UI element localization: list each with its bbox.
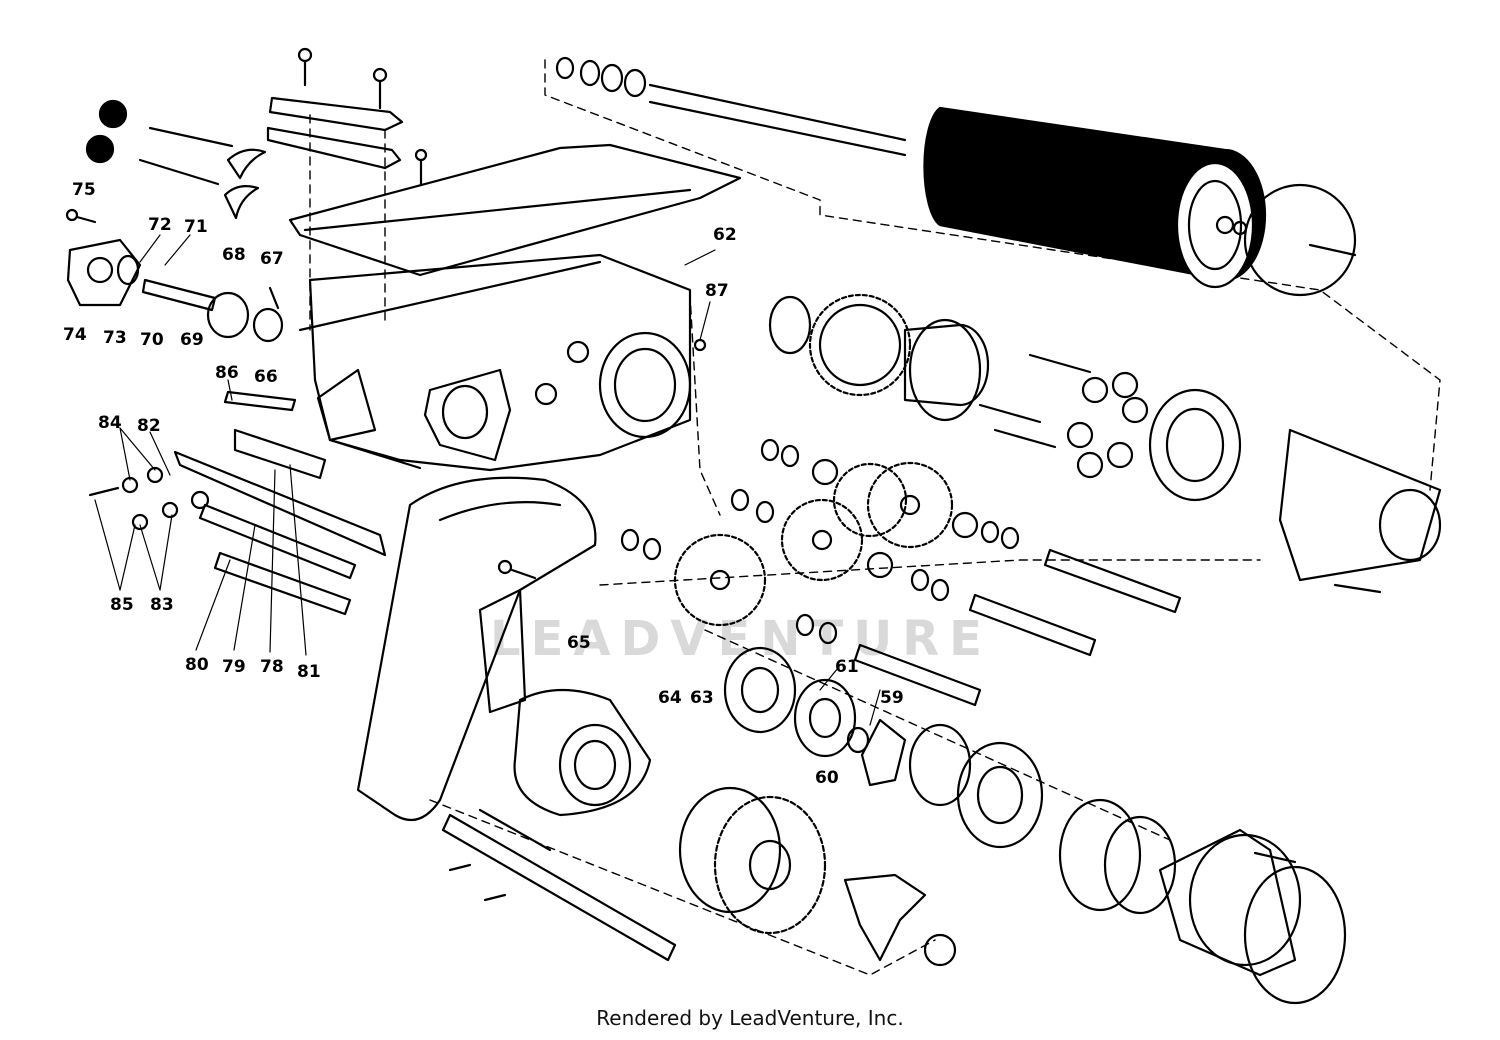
callout-83: 83 xyxy=(150,595,174,615)
planet-pinions xyxy=(978,353,1149,479)
callout-62: 62 xyxy=(713,225,737,245)
belt-guard xyxy=(356,476,597,822)
callout-63: 63 xyxy=(690,688,714,708)
middle-gear-cluster xyxy=(673,458,979,627)
callout-68: 68 xyxy=(222,245,246,265)
watermark-text: LEADVENTURE xyxy=(490,611,992,667)
gearbox-cover xyxy=(288,143,742,277)
callout-leaders xyxy=(94,234,881,726)
washer-sets xyxy=(620,438,1020,645)
lower-end-housing xyxy=(1158,828,1347,1005)
left-side-parts xyxy=(65,208,284,343)
callout-70: 70 xyxy=(140,330,164,350)
shift-levers xyxy=(85,99,267,220)
callout-80: 80 xyxy=(185,655,209,675)
callout-61: 61 xyxy=(835,657,859,677)
lower-input-shaft xyxy=(441,808,677,962)
countershafts xyxy=(853,548,1182,707)
callout-67: 67 xyxy=(260,249,284,269)
lower-bearing-set xyxy=(723,646,1177,915)
callout-labels: 59 60 61 62 63 64 65 66 67 68 69 70 71 7… xyxy=(63,180,904,788)
callout-59: 59 xyxy=(880,688,904,708)
callout-82: 82 xyxy=(137,416,161,436)
drive-drum xyxy=(923,106,1357,297)
callout-84: 84 xyxy=(98,413,122,433)
callout-71: 71 xyxy=(184,217,208,237)
callout-65: 65 xyxy=(567,633,591,653)
callout-86: 86 xyxy=(215,363,239,383)
callout-87: 87 xyxy=(705,281,729,301)
callout-85: 85 xyxy=(110,595,134,615)
gearbox-housing xyxy=(298,253,692,472)
skid-plates xyxy=(88,338,707,616)
callout-66: 66 xyxy=(254,367,278,387)
assembly-guide-lines xyxy=(309,59,1441,976)
footer-credit: Rendered by LeadVenture, Inc. xyxy=(596,1006,904,1030)
callout-78: 78 xyxy=(260,657,284,677)
callout-81: 81 xyxy=(297,662,321,682)
mounting-bracket xyxy=(478,559,537,714)
top-linkage-plates xyxy=(266,47,428,187)
upper-shaft xyxy=(555,56,907,157)
callout-73: 73 xyxy=(103,328,127,348)
callout-72: 72 xyxy=(148,215,172,235)
callout-79: 79 xyxy=(222,657,246,677)
callout-64: 64 xyxy=(658,688,682,708)
callout-69: 69 xyxy=(180,330,204,350)
callout-74: 74 xyxy=(63,325,87,345)
upper-gear-assembly xyxy=(768,293,1442,594)
clutch-assembly xyxy=(513,688,957,967)
callout-60: 60 xyxy=(815,768,839,788)
callout-75: 75 xyxy=(72,180,96,200)
